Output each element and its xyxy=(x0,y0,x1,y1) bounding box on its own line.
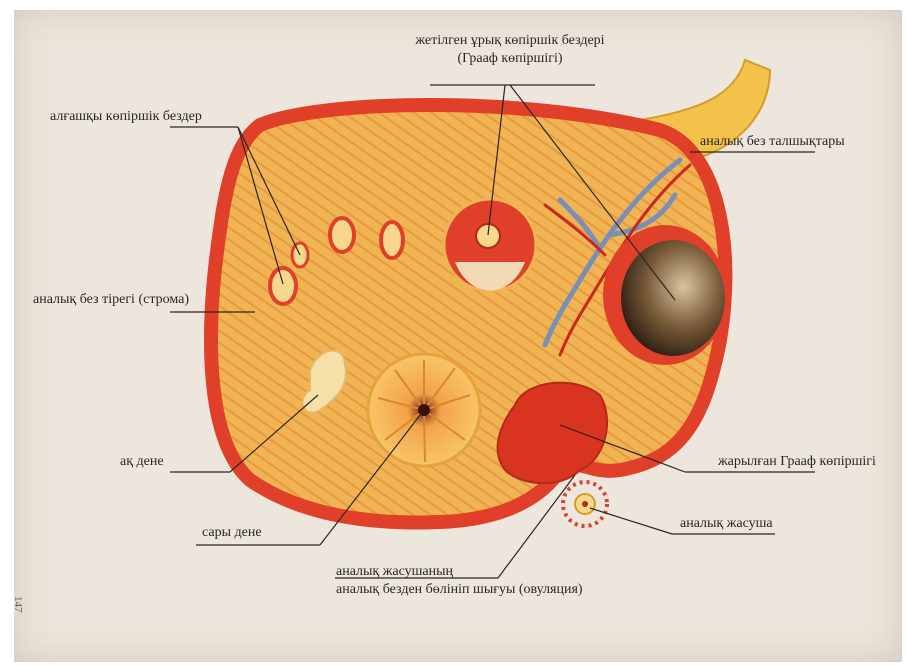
leader-line xyxy=(590,508,672,534)
label-ruptured-follicle: жарылған Грааф көпіршігі xyxy=(718,453,876,471)
label-corpus-albicans: ақ дене xyxy=(120,453,164,471)
released-ovum xyxy=(563,482,607,526)
label-mature-follicles-line2: (Грааф көпіршігі) xyxy=(400,50,620,68)
graafian-follicle xyxy=(603,225,727,365)
label-primary-follicles: алғашқы көпіршік бездер xyxy=(50,108,202,126)
label-corpus-luteum: сары дене xyxy=(202,524,262,542)
label-ovulation-line2: аналық безден бөлініп шығуы (овуляция) xyxy=(336,581,583,599)
label-ovulation-line1: аналық жасушаның xyxy=(336,563,583,581)
label-stroma: аналық без тірегі (строма) xyxy=(33,291,189,309)
page-number: 147 xyxy=(12,596,24,613)
primary-follicle xyxy=(330,218,354,252)
label-mature-follicles-line1: жетілген ұрық көпіршік бездері xyxy=(400,32,620,50)
primary-follicle xyxy=(381,222,403,258)
label-ovary-fimbriae: аналық без талшықтары xyxy=(700,133,845,151)
primary-follicle xyxy=(270,268,296,304)
label-ovum: аналық жасуша xyxy=(680,515,773,533)
label-ovulation: аналық жасушаның аналық безден бөлініп ш… xyxy=(336,563,583,599)
label-mature-follicles: жетілген ұрық көпіршік бездері (Грааф кө… xyxy=(400,32,620,68)
